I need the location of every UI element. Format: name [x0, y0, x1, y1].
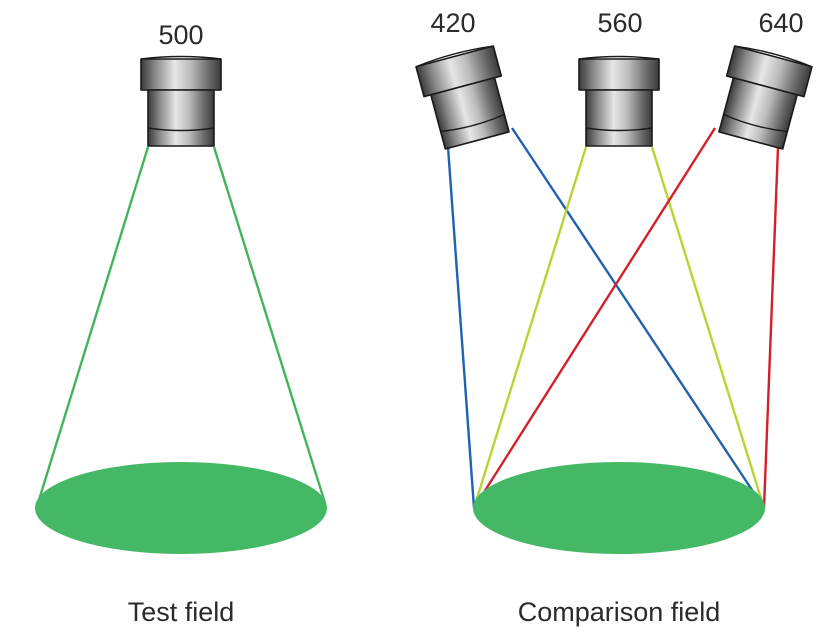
comparison-wavelength-label-560: 560	[597, 8, 642, 38]
test-beam-right	[212, 146, 327, 504]
comparison-beam-560-left	[472, 146, 588, 509]
comparison-wavelength-label-420: 420	[430, 8, 475, 38]
comparison-beam-420-right	[510, 127, 766, 509]
comparison-wavelength-label-640: 640	[758, 8, 803, 38]
comparison-field-group: 420 560 640	[415, 8, 813, 554]
comparison-beam-640-right	[762, 146, 780, 509]
test-wavelength-label: 500	[158, 20, 203, 50]
comparison-projector-420-icon	[415, 45, 510, 150]
comparison-beam-420-left	[446, 146, 476, 509]
test-field-ellipse	[35, 462, 327, 554]
test-beam-left	[36, 146, 150, 504]
test-field-caption: Test field	[128, 597, 235, 627]
comparison-field-caption: Comparison field	[518, 597, 721, 627]
comparison-projector-560-icon	[578, 55, 660, 147]
test-projector-icon	[140, 55, 222, 147]
comparison-field-ellipse	[473, 462, 765, 554]
test-field-group: 500	[35, 20, 327, 554]
comparison-beam-560-right	[650, 146, 766, 509]
comparison-beam-640-left	[472, 127, 717, 509]
comparison-projector-640-icon	[718, 45, 813, 150]
